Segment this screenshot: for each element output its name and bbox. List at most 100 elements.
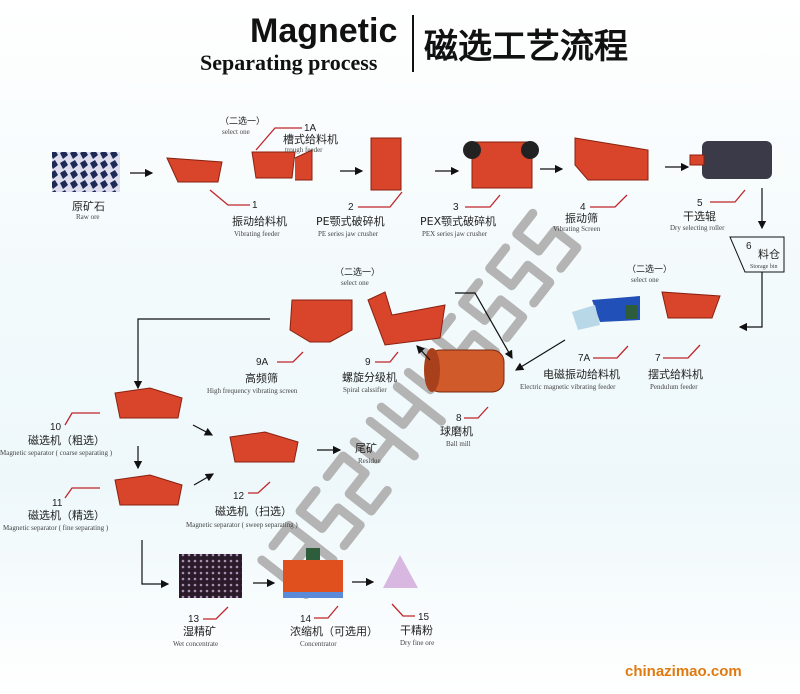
roller-motor [689,154,705,166]
arrow [133,318,270,390]
step-4-sublabel: Vibrating Screen [553,225,601,233]
watermark-digit [430,312,501,377]
leader-line [64,487,100,499]
leader-line [255,127,302,151]
watermark-digit [512,208,582,273]
arrow [514,339,566,371]
step-10-sublabel: Magnetic separator ( coarse separating ) [0,449,113,457]
step-14-label: 浓缩机（可选用） [290,624,378,638]
concentrator-image [283,560,343,596]
site-watermark: chinazimao.com [625,663,742,680]
step-7a-sublabel: Electric magnetic vibrating feeder [520,383,616,391]
select-one-en: select one [222,128,250,136]
leader-line [465,194,501,208]
select-one-en: select one [631,276,659,284]
watermark [257,208,582,600]
step-5-sublabel: Dry selecting roller [670,224,725,232]
step-5-number: 5 [697,198,703,209]
arrow [192,424,214,436]
spiral-classifier-image [367,291,446,346]
step-9a-label: 高频筛 [245,371,278,385]
step-4-number: 4 [580,202,586,213]
concentrator-drive [306,548,320,560]
leader-line [203,606,229,620]
arrow [455,292,513,360]
step-1a-sublabel: trough feeder [285,146,323,154]
watermark-digit [376,382,446,429]
step-12-label: 磁选机（扫选） [215,504,292,518]
magnetic-separator-sweep-image [229,431,299,463]
storage-bin-shape [729,236,785,273]
high-frequency-screen-image [289,299,353,343]
watermark-digit [485,243,555,308]
step-8-sublabel: Ball mill [446,440,471,448]
step-1-label: 振动给料机 [232,214,287,228]
step-1a-label: 槽式给料机 [283,132,338,146]
leader-line [64,412,100,426]
step-1a-number: 1A [304,123,317,134]
step-1-number: 1 [252,200,258,211]
dry-fine-ore-image [383,555,418,588]
step-11-sublabel: Magnetic separator ( fine separating ) [3,524,109,532]
raw-ore-image [52,152,120,192]
feeder-chute [572,305,600,330]
leader-line [391,603,415,617]
select-one-en: select one [341,279,369,287]
leader-line [358,191,403,208]
step-11-number: 11 [52,498,63,509]
leader-line [710,189,746,203]
step-7-sublabel: Pendulum feeder [650,383,698,391]
step-15-number: 15 [418,612,430,623]
magnetic-separator-fine-image [114,474,183,506]
arrow [141,540,170,589]
title: Magnetic Separating process 磁选工艺流程 [200,12,628,75]
vibrating-screen-image [574,137,649,181]
magnetic-separator-coarse-image [114,387,183,419]
vibrating-feeder-image [166,157,223,183]
leader-line [277,351,304,363]
step-9-sublabel: Spiral calssifier [343,386,387,394]
select-one-cn: （二选一） [220,115,265,127]
step-7-label: 摆式给料机 [648,367,703,381]
step-14-number: 14 [300,614,312,625]
step-10-label: 磁选机（粗选） [28,433,105,447]
title-en-line2: Separating process [200,50,378,75]
flywheel [463,141,481,159]
feeder-control-box [625,305,637,319]
leader-line [248,481,271,494]
watermark-digit [322,451,392,516]
step-15-label: 干精粉 [400,624,433,637]
step-13-sublabel: Wet concentrate [173,640,218,648]
step-9a-number: 9A [256,357,269,368]
title-en-line1: Magnetic [250,12,397,50]
leader-line [375,351,399,363]
title-cn: 磁选工艺流程 [424,27,628,67]
residue-sublabel: Residue [358,457,381,465]
step-12-number: 12 [233,491,245,502]
concentrator-base [283,592,343,598]
step-1-sublabel: Vibrating feeder [234,230,280,238]
step-7-number: 7 [655,353,661,364]
select-one-cn: （二选一） [335,266,380,278]
select-one-cn: （二选一） [627,263,672,275]
ball-mill-end [424,348,440,392]
step-9-number: 9 [365,357,371,368]
leader-line [590,194,628,208]
step-15-sublabel: Dry fine ore [400,639,434,647]
step-3-sublabel: PEX series jaw crusher [422,230,488,238]
step-2-label: PE颚式破碎机 [316,214,385,228]
step-14-sublabel: Concentrator [300,640,337,648]
pe-jaw-crusher-image [370,137,402,191]
step-6-label: 料仓 [758,247,780,261]
step-7a-number: 7A [578,353,591,364]
step-6-sublabel: Storage bin [750,264,778,270]
step-8-label: 球磨机 [440,424,473,438]
step-7a-label: 电磁振动给料机 [543,367,620,381]
step-11-label: 磁选机（精选） [28,508,105,522]
flywheel [521,141,539,159]
wet-concentrate-image [179,554,242,598]
watermark-digit [349,416,419,464]
leader-line [314,605,339,619]
raw-ore-sublabel: Raw ore [76,213,100,221]
